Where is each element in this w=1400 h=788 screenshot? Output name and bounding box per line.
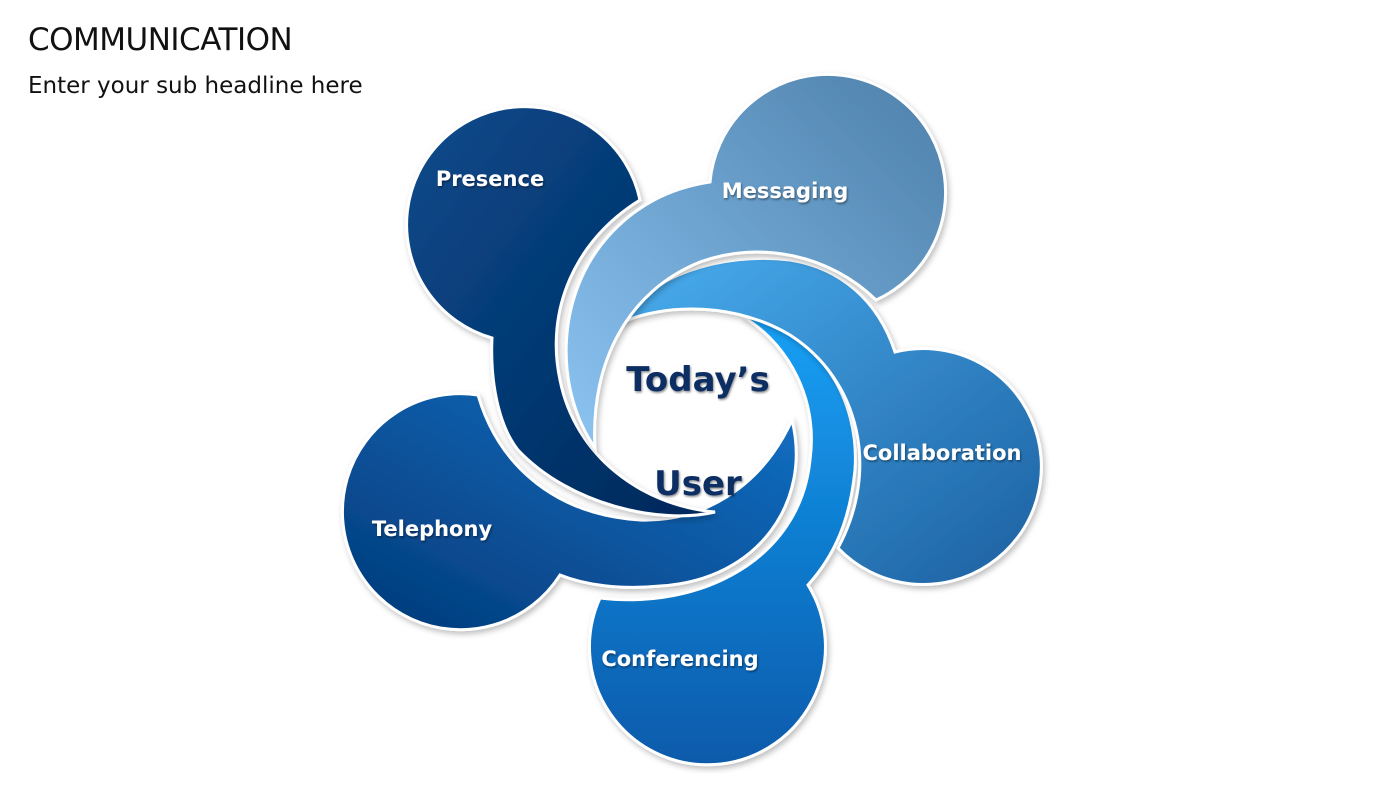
- petal-conferencing: [588, 314, 857, 767]
- center-label-line1: Today’s: [626, 360, 770, 400]
- petal-label-conferencing: Conferencing: [601, 647, 758, 671]
- petal-presence: [405, 105, 716, 518]
- slide-subtitle: Enter your sub headline here: [28, 73, 363, 99]
- petal-messaging: [564, 72, 948, 454]
- petal-label-telephony: Telephony: [372, 517, 493, 541]
- petal-label-presence: Presence: [436, 167, 544, 191]
- center-label-line2: User: [654, 464, 742, 504]
- slide-title: COMMUNICATION: [28, 22, 293, 58]
- petal-telephony: [340, 392, 798, 632]
- petal-label-messaging: Messaging: [722, 179, 849, 203]
- petal-collaboration: [610, 256, 1043, 586]
- petal-label-collaboration: Collaboration: [862, 441, 1021, 465]
